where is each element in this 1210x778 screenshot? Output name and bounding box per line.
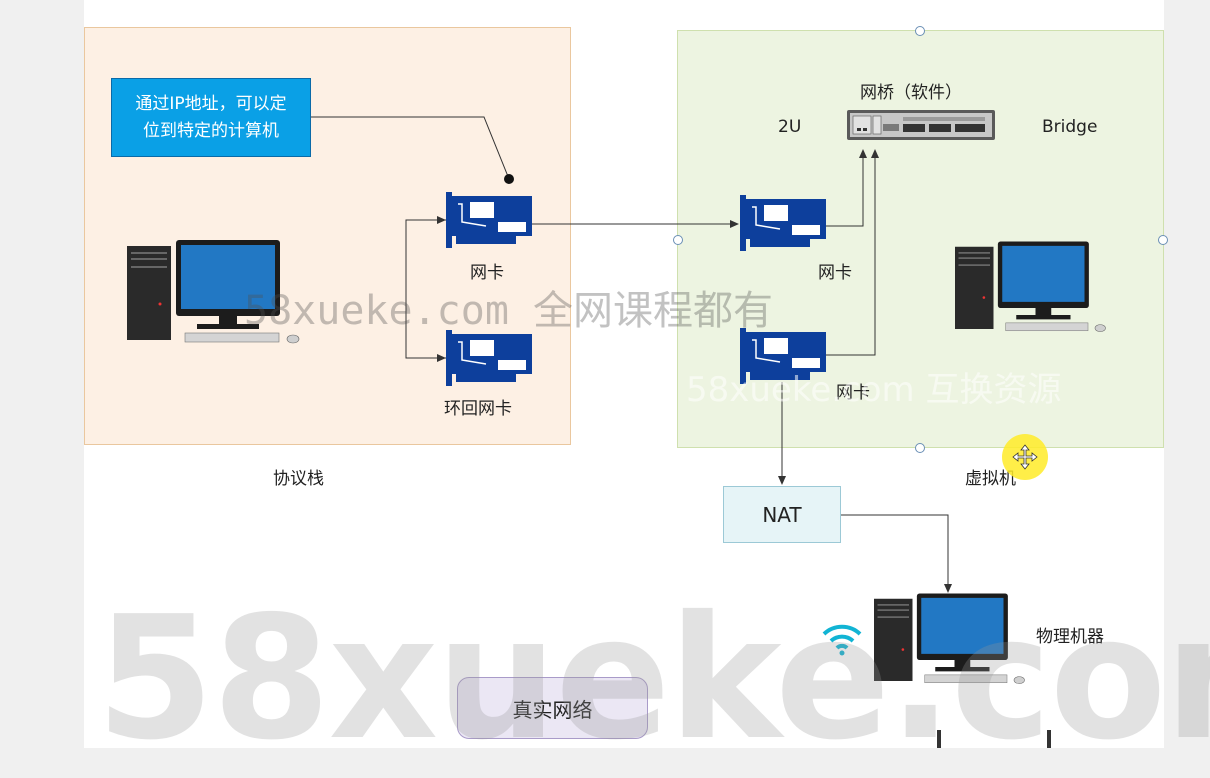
watermark-big: 58xueke.com	[96, 580, 1210, 778]
protocol-stack-label: 协议栈	[273, 469, 324, 489]
callout-line-1: 通过IP地址，可以定	[135, 94, 287, 114]
host-computer-icon	[127, 240, 300, 344]
vm-network-card-icon	[740, 328, 826, 384]
bridge-size-label: 2U	[778, 117, 802, 137]
bridge-title: 网桥（软件）	[860, 83, 962, 103]
bridge-name-label: Bridge	[1042, 117, 1098, 137]
nat-box[interactable]: NAT	[723, 486, 841, 543]
selection-handle[interactable]	[1158, 235, 1168, 245]
physical-machine-label: 物理机器	[1036, 627, 1104, 647]
selection-handle[interactable]	[915, 26, 925, 36]
vm-nic1-label: 网卡	[818, 263, 852, 283]
watermark-faint: 58xueke.com 互换资源	[686, 370, 1062, 410]
vm-nic2-label: 网卡	[836, 383, 870, 403]
wifi-icon	[822, 624, 862, 656]
vm-computer-icon	[955, 241, 1106, 332]
cable-stubs	[937, 730, 1051, 748]
callout-line-2: 位到特定的计算机	[143, 121, 279, 141]
host-nic-label: 网卡	[470, 263, 504, 283]
virtual-machine-label: 虚拟机	[965, 469, 1016, 489]
vm-network-card-icon	[740, 195, 826, 251]
loopback-card-icon	[446, 330, 532, 386]
network-card-icon	[446, 192, 532, 248]
rack-server-icon	[847, 110, 995, 140]
loopback-nic-label: 环回网卡	[444, 399, 512, 419]
watermark-main: 58xueke.com 全网课程都有	[244, 288, 773, 334]
selection-handle[interactable]	[915, 443, 925, 453]
move-cursor-icon	[1002, 434, 1048, 480]
real-network-label: 真实网络	[512, 697, 593, 722]
callout-box: 通过IP地址，可以定 位到特定的计算机	[111, 78, 311, 157]
selection-handle[interactable]	[673, 235, 683, 245]
nat-label: NAT	[762, 502, 802, 527]
connector-lines	[311, 116, 952, 593]
physical-computer-icon	[874, 593, 1025, 684]
real-network-box[interactable]: 真实网络	[457, 677, 648, 739]
